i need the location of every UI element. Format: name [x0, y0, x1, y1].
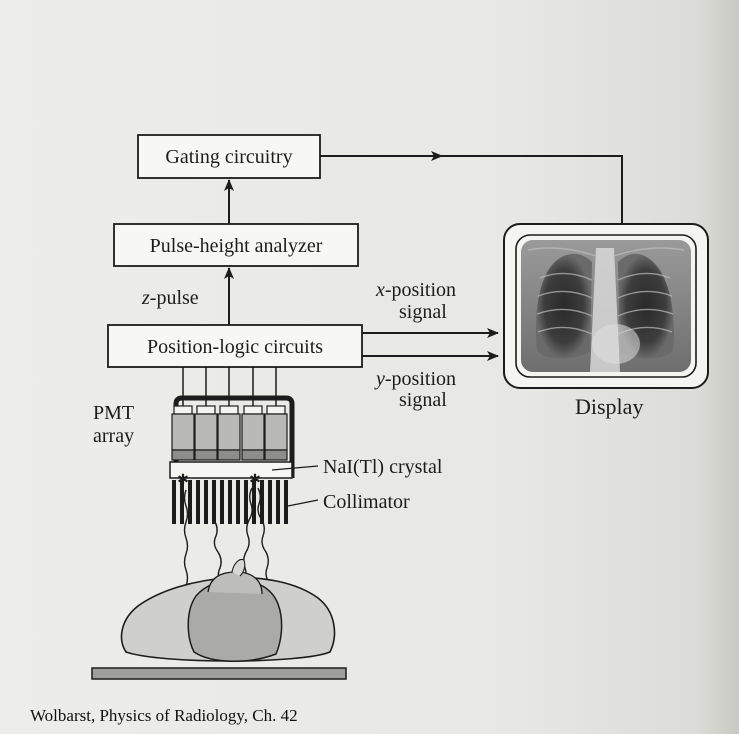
- gating-to-display-line: [320, 156, 622, 224]
- pulse-height-analyzer-block: Pulse-height analyzer: [114, 224, 358, 266]
- y-position-label: y-position: [374, 368, 456, 390]
- position-logic-block: Position-logic circuits: [108, 325, 362, 367]
- x-position-label: x-position: [375, 279, 456, 301]
- pulse-height-analyzer-label: Pulse-height analyzer: [150, 235, 323, 257]
- patient: [122, 560, 335, 662]
- detector-head: ✱ ✱: [170, 367, 318, 524]
- x-signal-label: signal: [399, 301, 447, 323]
- collimator-leader-line: [288, 500, 318, 506]
- patient-table: [92, 668, 346, 679]
- crystal-label: NaI(Tl) crystal: [323, 456, 443, 478]
- collimator-label: Collimator: [323, 491, 410, 513]
- gating-circuitry-label: Gating circuitry: [165, 146, 292, 168]
- position-logic-label: Position-logic circuits: [147, 336, 323, 358]
- pmt-label-line2: array: [93, 425, 134, 447]
- collimator: [172, 480, 288, 524]
- figure-caption: Wolbarst, Physics of Radiology, Ch. 42: [30, 706, 298, 726]
- pmt-label-line1: PMT: [93, 402, 134, 424]
- y-signal-label: signal: [399, 389, 447, 411]
- display-monitor: [504, 224, 708, 388]
- z-pulse-label: z-pulse: [141, 287, 199, 309]
- pmt-tubes: [172, 406, 287, 460]
- chest-xray-image: [521, 240, 691, 372]
- gating-circuitry-block: Gating circuitry: [138, 135, 320, 178]
- display-label: Display: [575, 394, 643, 419]
